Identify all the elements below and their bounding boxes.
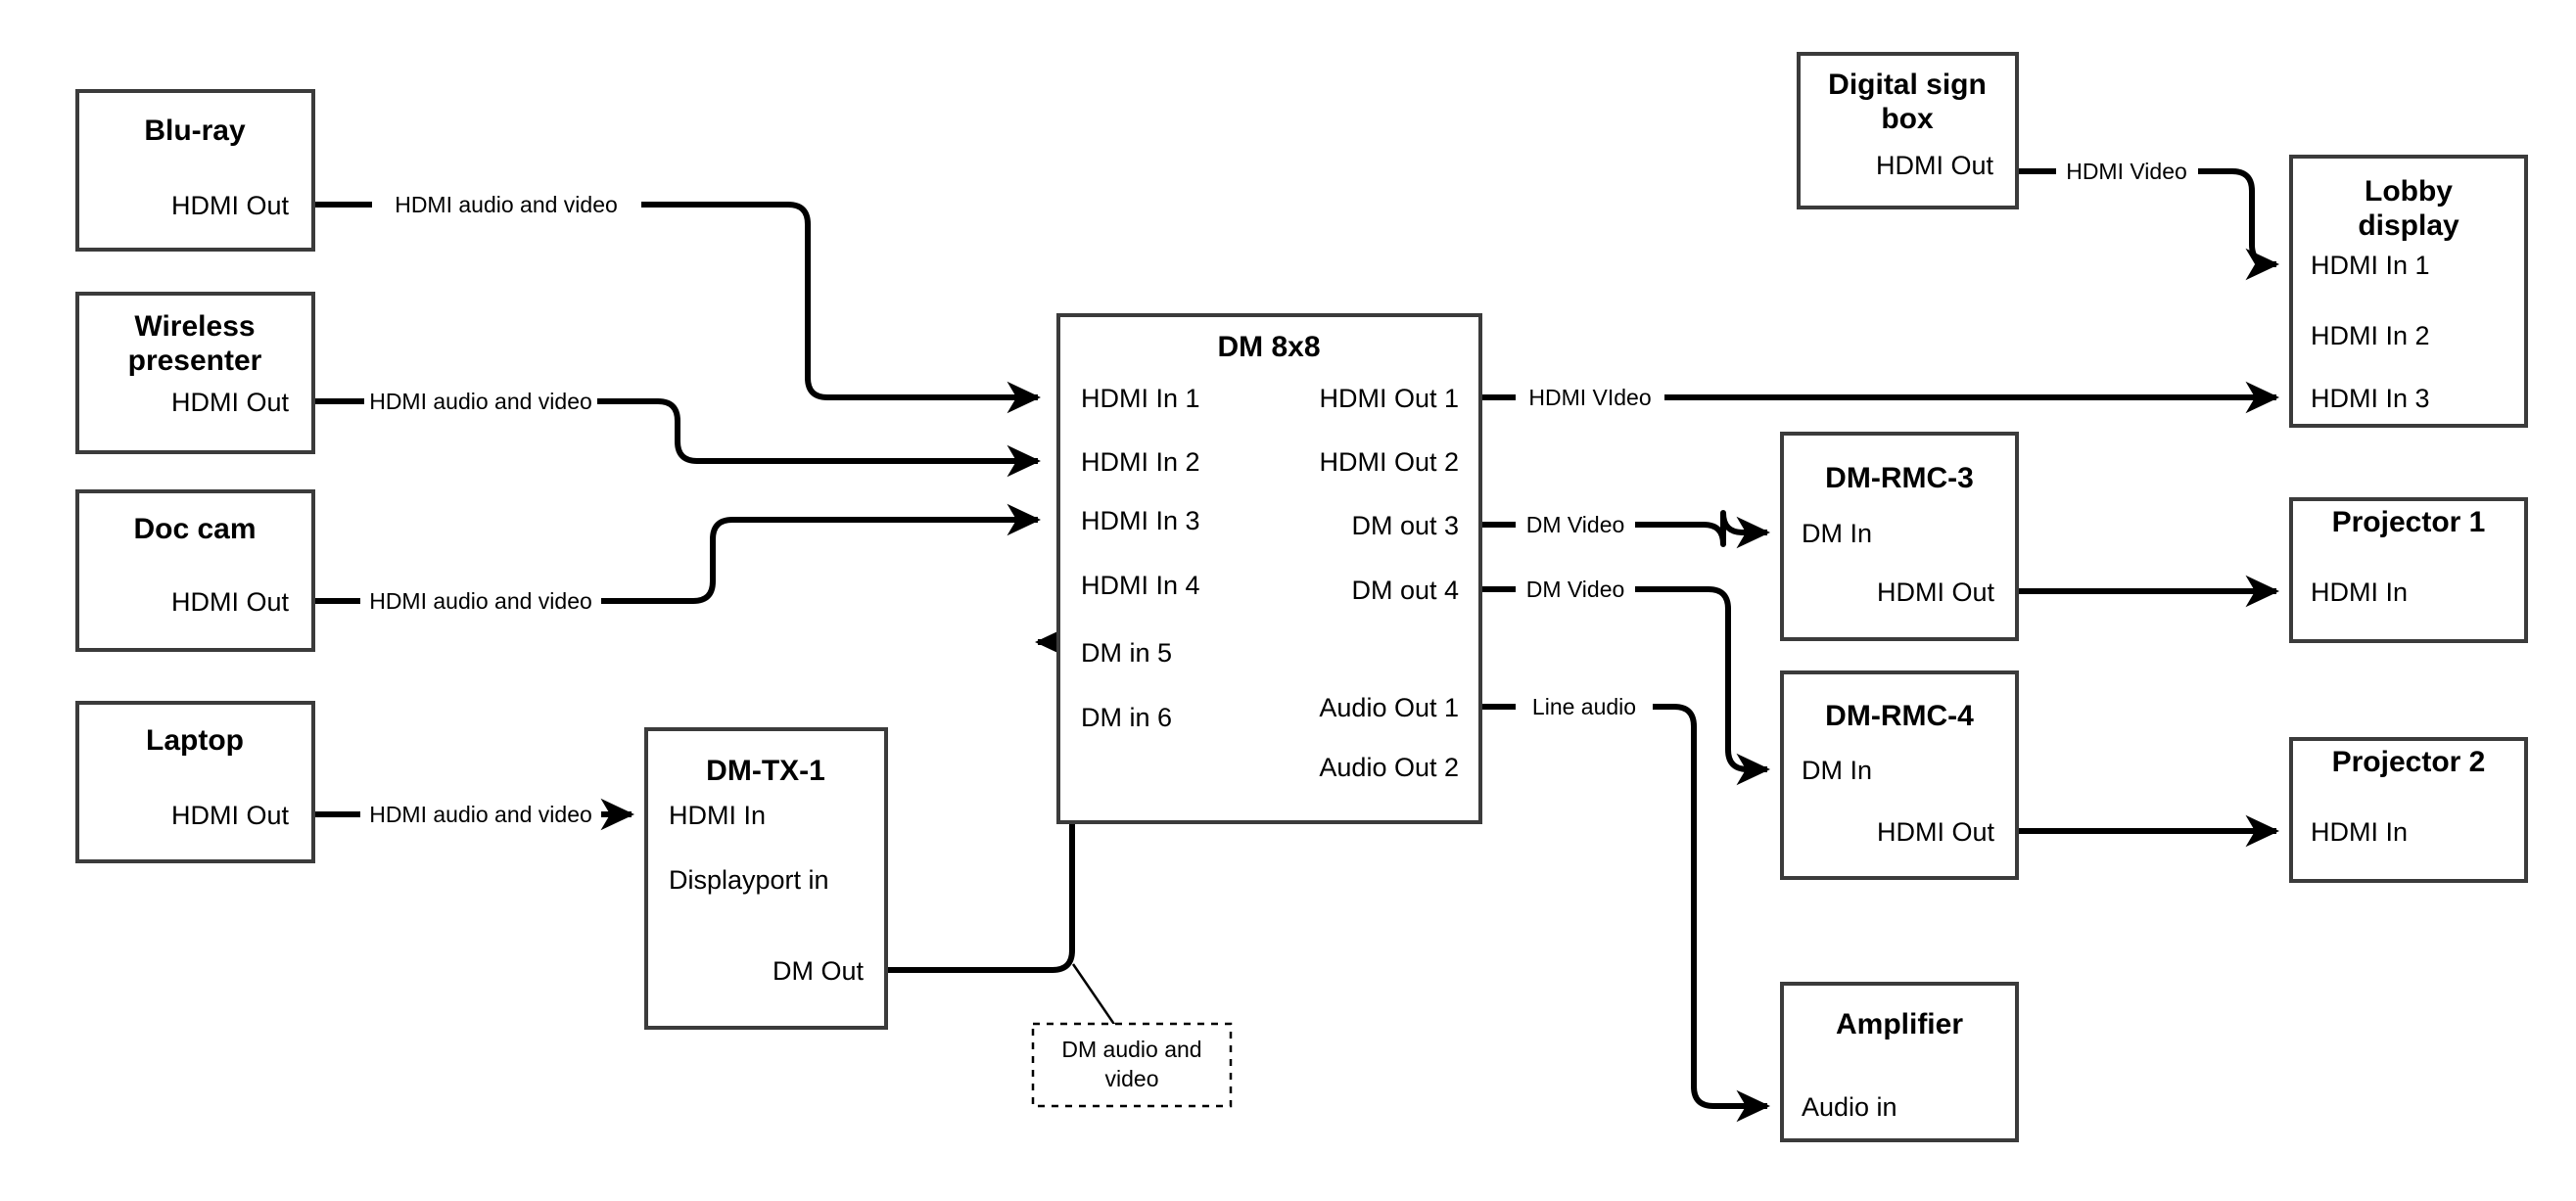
- wireless-title-line2: presenter: [128, 345, 262, 377]
- dmrmc3-port-dm-in: DM In: [1802, 519, 1872, 548]
- edge-label-hdmiout1-to-lobby: HDMI VIdeo: [1528, 385, 1651, 410]
- wire-wireless-to-hdmi-in-2: [313, 398, 1041, 478]
- node-digital-sign-box[interactable]: Digital sign box HDMI Out: [1797, 52, 2019, 209]
- node-wireless-presenter[interactable]: Wireless presenter HDMI Out: [75, 292, 315, 454]
- node-laptop[interactable]: Laptop HDMI Out: [75, 701, 315, 863]
- lobby-port-hdmi-in-3: HDMI In 3: [2311, 384, 2430, 413]
- digitalsign-title-line1: Digital sign: [1828, 69, 1987, 101]
- dmtx1-port-dm-out: DM Out: [773, 956, 865, 986]
- node-dm-tx-1[interactable]: DM-TX-1 HDMI In Displayport in DM Out: [644, 727, 888, 1030]
- lobby-port-hdmi-in-2: HDMI In 2: [2311, 321, 2430, 350]
- dm8x8-output-audio-out-2: Audio Out 2: [1319, 753, 1459, 782]
- projector1-port-hdmi-in: HDMI In: [2311, 577, 2408, 607]
- dm8x8-output-hdmi-out-1: HDMI Out 1: [1319, 384, 1459, 413]
- callout-dm-audio-and-video: DM audio and video: [1031, 1022, 1233, 1108]
- dm8x8-input-hdmi-in-1: HDMI In 1: [1081, 384, 1200, 413]
- laptop-port-hdmi-out: HDMI Out: [171, 801, 290, 830]
- node-dm-rmc-4[interactable]: DM-RMC-4 DM In HDMI Out: [1780, 670, 2019, 880]
- dm8x8-input-hdmi-in-2: HDMI In 2: [1081, 447, 1200, 477]
- node-doc-cam[interactable]: Doc cam HDMI Out: [75, 489, 315, 652]
- dm8x8-output-hdmi-out-2: HDMI Out 2: [1319, 447, 1459, 477]
- node-amplifier[interactable]: Amplifier Audio in: [1780, 982, 2019, 1142]
- wire-audioout1-to-amplifier: [1480, 704, 1770, 1123]
- wire-dmout4-to-dmrmc4: [1480, 586, 1770, 786]
- node-projector-1[interactable]: Projector 1 HDMI In: [2289, 497, 2528, 643]
- dmrmc4-port-hdmi-out: HDMI Out: [1877, 817, 1995, 847]
- edge-label-bluray-to-in1: HDMI audio and video: [395, 192, 618, 217]
- digitalsign-port-hdmi-out: HDMI Out: [1876, 151, 1994, 180]
- dm8x8-input-dm-in-6: DM in 6: [1081, 703, 1172, 732]
- edge-labels: HDMI audio and video HDMI audio and vide…: [369, 159, 2187, 827]
- laptop-title: Laptop: [146, 724, 244, 757]
- edge-label-dmout4-to-rmc4: DM Video: [1526, 577, 1625, 602]
- dm8x8-output-dm-out-3: DM out 3: [1351, 511, 1459, 540]
- bluray-title: Blu-ray: [144, 115, 246, 147]
- bluray-port-hdmi-out: HDMI Out: [171, 191, 290, 220]
- dmrmc3-title: DM-RMC-3: [1825, 462, 1974, 494]
- wire-dmout3-to-dmrmc3: [1480, 510, 1770, 549]
- lobby-port-hdmi-in-1: HDMI In 1: [2311, 251, 2430, 280]
- doccam-port-hdmi-out: HDMI Out: [171, 587, 290, 617]
- dmrmc3-port-hdmi-out: HDMI Out: [1877, 577, 1995, 607]
- projector2-title: Projector 2: [2332, 746, 2486, 778]
- node-dm-rmc-3[interactable]: DM-RMC-3 DM In HDMI Out: [1780, 432, 2019, 641]
- edge-label-doccam-to-in3: HDMI audio and video: [369, 588, 592, 614]
- callout-line2: video: [1105, 1066, 1159, 1091]
- node-bluray[interactable]: Blu-ray HDMI Out: [75, 89, 315, 252]
- digitalsign-title-line2: box: [1881, 103, 1934, 135]
- lobby-title-line1: Lobby: [2365, 175, 2453, 208]
- wireless-title-line1: Wireless: [134, 310, 255, 343]
- amplifier-port-audio-in: Audio in: [1802, 1092, 1897, 1122]
- dm8x8-output-dm-out-4: DM out 4: [1351, 576, 1459, 605]
- dmtx1-port-displayport-in: Displayport in: [669, 865, 829, 895]
- callout-line1: DM audio and: [1061, 1037, 1201, 1062]
- node-dm-8x8[interactable]: DM 8x8 HDMI In 1 HDMI In 2 HDMI In 3 HDM…: [1056, 313, 1482, 824]
- edge-label-sign-to-lobby: HDMI Video: [2066, 159, 2187, 184]
- dm8x8-input-dm-in-5: DM in 5: [1081, 638, 1172, 668]
- wire-bluray-to-hdmi-in-1: [313, 202, 1041, 414]
- dm8x8-input-hdmi-in-4: HDMI In 4: [1081, 571, 1200, 600]
- edge-label-laptop-to-dmtx1: HDMI audio and video: [369, 802, 592, 827]
- edge-label-wireless-to-in2: HDMI audio and video: [369, 389, 592, 414]
- dmrmc4-title: DM-RMC-4: [1825, 700, 1974, 732]
- projector1-title: Projector 1: [2332, 506, 2486, 538]
- dm8x8-title: DM 8x8: [1217, 331, 1320, 363]
- lobby-title-line2: display: [2358, 209, 2459, 242]
- amplifier-title: Amplifier: [1836, 1008, 1963, 1040]
- node-lobby-display[interactable]: Lobby display HDMI In 1 HDMI In 2 HDMI I…: [2289, 155, 2528, 428]
- dmtx1-port-hdmi-in: HDMI In: [669, 801, 766, 830]
- dmtx1-title: DM-TX-1: [706, 755, 825, 787]
- dm8x8-output-audio-out-1: Audio Out 1: [1319, 693, 1459, 722]
- doccam-title: Doc cam: [133, 513, 256, 545]
- projector2-port-hdmi-in: HDMI In: [2311, 817, 2408, 847]
- dm8x8-input-hdmi-in-3: HDMI In 3: [1081, 506, 1200, 535]
- wireless-port-hdmi-out: HDMI Out: [171, 388, 290, 417]
- node-projector-2[interactable]: Projector 2 HDMI In: [2289, 737, 2528, 883]
- wire-doccam-to-hdmi-in-3: [313, 503, 1041, 604]
- wire-digitalsign-to-lobby-hdmi-in-1: [2017, 168, 2279, 281]
- wire-dmtx1-to-dm-in-5: [886, 625, 1075, 973]
- dmrmc4-port-dm-in: DM In: [1802, 756, 1872, 785]
- edge-label-dmout3-to-rmc3: DM Video: [1526, 512, 1625, 537]
- edge-label-audioout1-to-amp: Line audio: [1532, 694, 1636, 719]
